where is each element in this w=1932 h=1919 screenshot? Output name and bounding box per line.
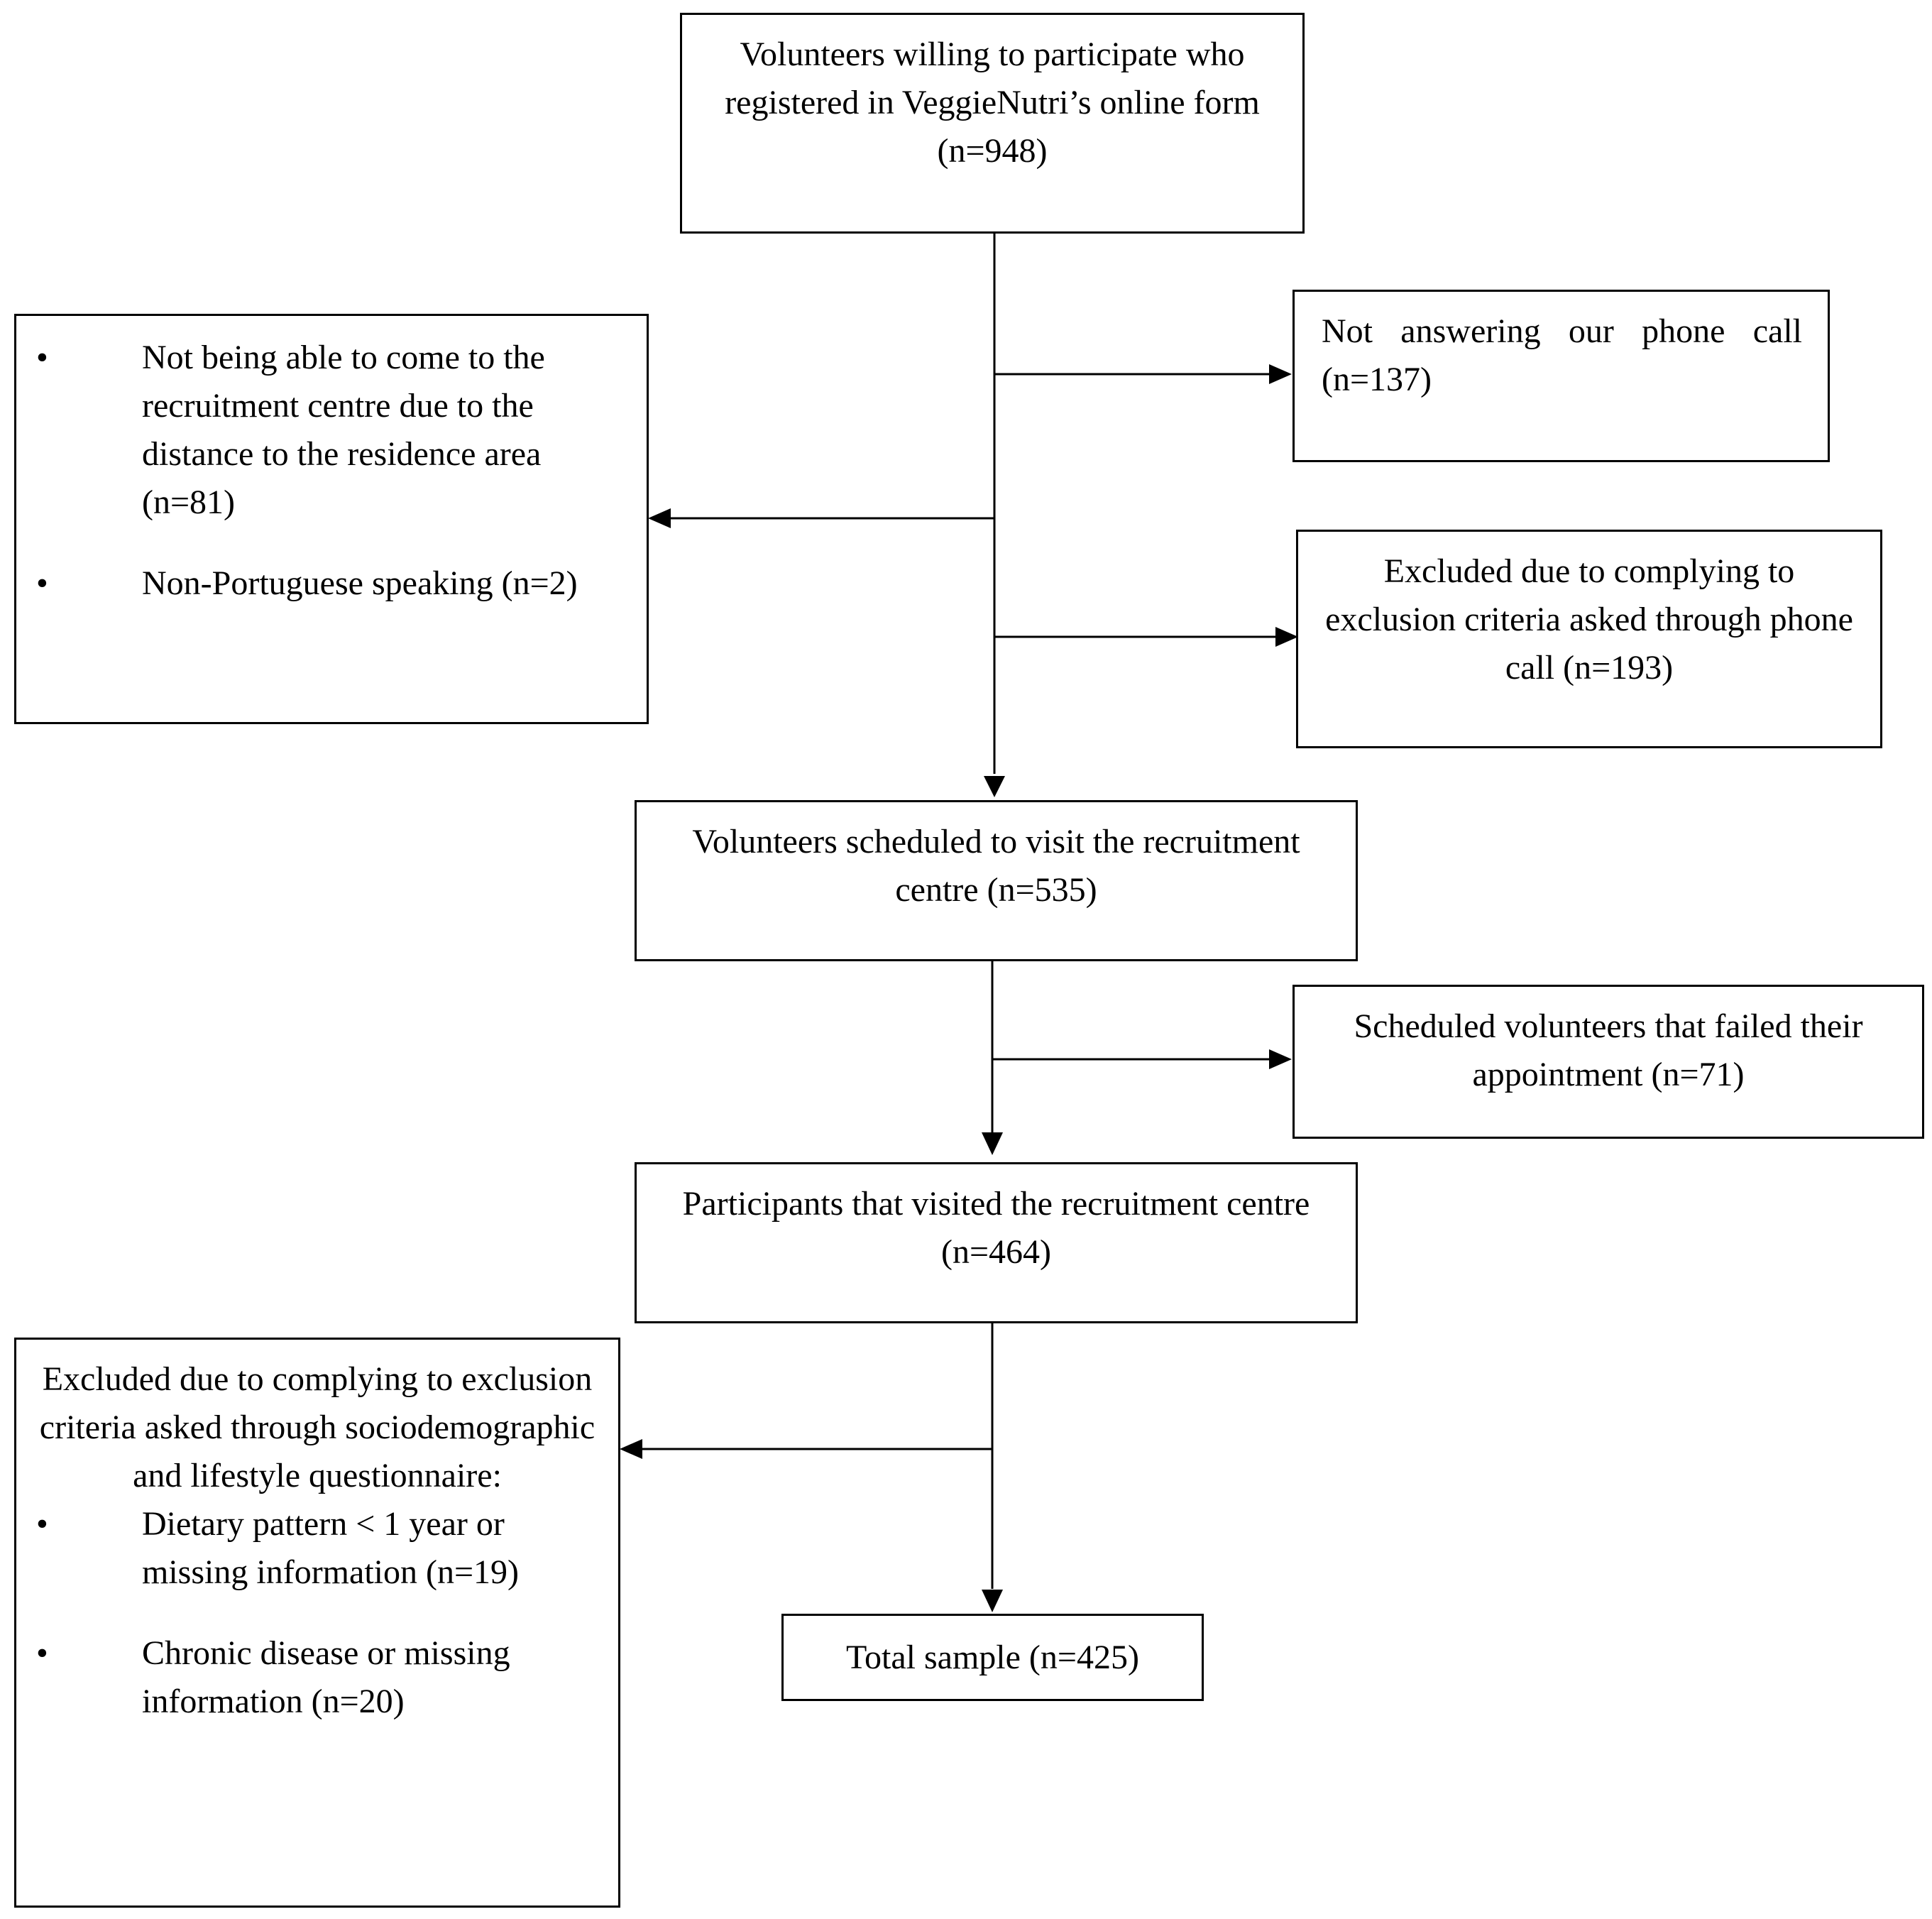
arrowhead-right-excluded-phone — [1275, 627, 1298, 647]
bullet-point: • — [36, 339, 48, 376]
arrowhead-left-1 — [648, 508, 671, 528]
arrowhead-down-2 — [982, 1132, 1003, 1155]
excluded-phone-text: Excluded due to complying to exclusion c… — [1325, 552, 1853, 687]
arrowhead-left-2 — [620, 1439, 642, 1459]
failed-appointment-box: Scheduled volunteers that failed their a… — [1292, 985, 1924, 1139]
scheduled-volunteers-box: Volunteers scheduled to visit the recrui… — [635, 800, 1358, 961]
excluded-questionnaire-box: Excluded due to complying to exclusion c… — [14, 1338, 620, 1908]
scheduled-volunteers-text: Volunteers scheduled to visit the recrui… — [692, 823, 1300, 909]
excluded-questionnaire-heading: Excluded due to complying to exclusion c… — [39, 1360, 595, 1494]
exclusion-item-distance: Not being able to come to the recruitmen… — [142, 339, 545, 521]
exclusion-item-dietary: Dietary pattern < 1 year or missing info… — [142, 1505, 520, 1591]
registered-volunteers-text: Volunteers willing to participate who re… — [725, 35, 1260, 170]
arrowhead-right-failed — [1269, 1049, 1292, 1069]
exclusion-list-item: • Chronic disease or missing information… — [16, 1629, 597, 1726]
bullet-point: • — [36, 564, 48, 602]
exclusion-item-language: Non-Portuguese speaking (n=2) — [142, 564, 578, 602]
bullet-point: • — [36, 1505, 48, 1543]
bullet-point: • — [36, 1634, 48, 1672]
registered-volunteers-box: Volunteers willing to participate who re… — [680, 13, 1305, 234]
failed-appointment-text: Scheduled volunteers that failed their a… — [1354, 1007, 1863, 1093]
total-sample-text: Total sample (n=425) — [846, 1639, 1139, 1676]
arrowhead-down-1 — [984, 776, 1005, 797]
arrowhead-right-no-answer — [1269, 364, 1292, 384]
no-answer-box: Not answering our phone call (n=137) — [1292, 290, 1830, 462]
excluded-distance-language-box: • Not being able to come to the recruitm… — [14, 314, 649, 724]
arrowhead-down-3 — [982, 1590, 1003, 1612]
visited-participants-text: Participants that visited the recruitmen… — [682, 1185, 1310, 1271]
exclusion-list-item: • Non-Portuguese speaking (n=2) — [16, 559, 611, 608]
exclusion-list-item: • Dietary pattern < 1 year or missing in… — [16, 1500, 597, 1597]
exclusion-list-item: • Not being able to come to the recruitm… — [16, 334, 611, 527]
total-sample-box: Total sample (n=425) — [781, 1614, 1204, 1701]
excluded-phone-box: Excluded due to complying to exclusion c… — [1296, 530, 1882, 748]
no-answer-text: Not answering our phone call (n=137) — [1322, 312, 1802, 398]
visited-participants-box: Participants that visited the recruitmen… — [635, 1162, 1358, 1323]
exclusion-item-chronic: Chronic disease or missing information (… — [142, 1634, 510, 1720]
